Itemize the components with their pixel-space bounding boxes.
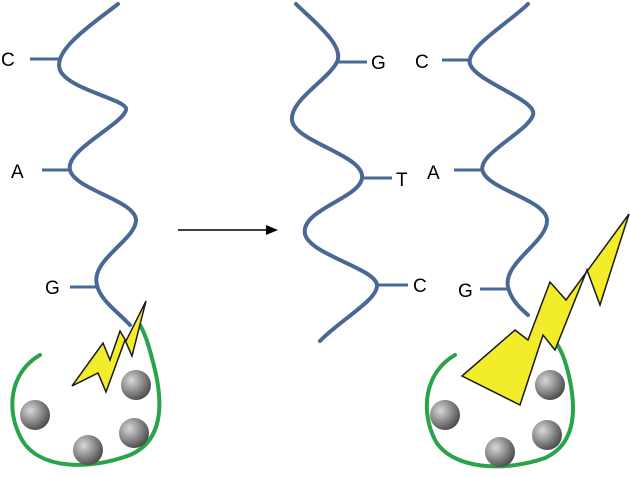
left-dna-backbone: [57, 2, 139, 327]
left-base-label-1: C: [1, 50, 15, 71]
right-base-label-3: G: [458, 281, 473, 302]
left-enzyme-loop: [10, 323, 162, 467]
right-ball-3: [485, 437, 515, 467]
left-ball-3: [73, 435, 103, 465]
right-ball-4: [532, 420, 562, 450]
middle-strand-group: G T C: [290, 2, 427, 343]
left-ball-4: [119, 418, 149, 448]
middle-dna-backbone: [290, 2, 379, 343]
left-base-label-2: A: [11, 162, 24, 183]
left-base-label-3: G: [45, 278, 60, 299]
left-ball-2: [121, 370, 151, 400]
arrow-head-icon: [266, 225, 278, 235]
right-base-label-2: A: [427, 163, 440, 184]
left-ball-1: [20, 400, 50, 430]
right-strand-group: C A G: [415, 2, 630, 469]
right-ball-1: [430, 400, 460, 430]
right-ball-2: [535, 370, 565, 400]
right-enzyme-loop: [424, 335, 576, 469]
left-lightning-bolt-icon: [71, 300, 147, 395]
middle-base-label-1: G: [371, 53, 386, 74]
left-strand-group: C A G: [1, 2, 162, 467]
right-base-label-1: C: [415, 52, 429, 73]
right-lightning-bolt-icon: [460, 213, 630, 407]
middle-base-label-3: C: [413, 276, 427, 297]
right-dna-backbone: [467, 2, 550, 317]
middle-base-label-2: T: [396, 170, 408, 191]
transition-arrow: [178, 225, 278, 235]
